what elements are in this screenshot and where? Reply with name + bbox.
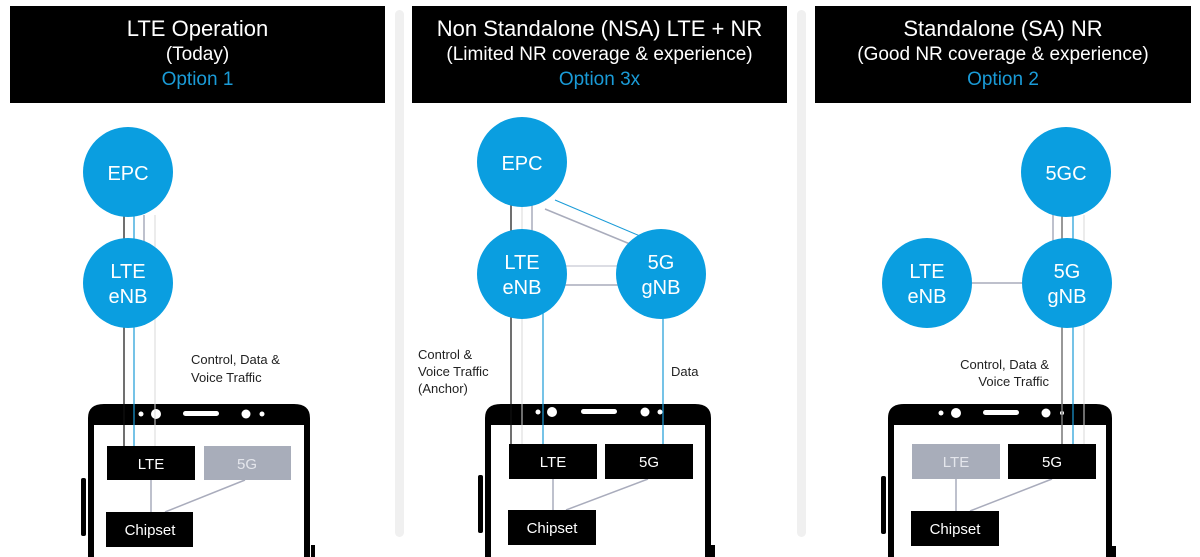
modem-label: LTE: [943, 454, 969, 471]
node-label: 5G: [1054, 261, 1081, 283]
traffic-note: Voice Traffic: [978, 374, 1049, 389]
panel-option-3x: LTE 5G Chipset EPC LTE eNB 5G gNB Contro…: [418, 117, 715, 557]
node-5g-gnb: [616, 229, 706, 319]
node-label: eNB: [503, 277, 542, 299]
panel-title: LTE Operation: [126, 16, 269, 41]
panel-option: Option 2: [967, 69, 1039, 90]
header-option-2: Standalone (SA) NR (Good NR coverage & e…: [815, 6, 1191, 103]
panel-subtitle: (Good NR coverage & experience): [857, 44, 1149, 65]
node-label: 5G: [648, 252, 675, 274]
chipset-label: Chipset: [527, 520, 579, 537]
node-label: gNB: [1048, 286, 1087, 308]
panel-option-2: LTE 5G Chipset 5GC LTE eNB 5G gNB Contro…: [881, 127, 1116, 557]
chipset-box: [106, 512, 193, 547]
traffic-note: Control &: [418, 347, 473, 362]
traffic-note: Data: [671, 364, 699, 379]
modem-label: 5G: [1042, 454, 1062, 471]
panel-title: Standalone (SA) NR: [903, 16, 1103, 41]
chipset-box: [911, 511, 999, 546]
modem-label: 5G: [237, 456, 257, 473]
chipset-label: Chipset: [125, 522, 177, 539]
modem-5g: [204, 446, 291, 480]
chipset-box: [508, 510, 596, 545]
modem-lte: [912, 444, 1000, 479]
panel-option-1: LTE 5G Chipset EPC LTE eNB Control, Data…: [81, 127, 315, 557]
modem-5g: [605, 444, 693, 479]
panel-option: Option 1: [161, 69, 234, 90]
node-label: LTE: [110, 261, 145, 283]
traffic-note: Control, Data &: [960, 357, 1049, 372]
traffic-note: Voice Traffic: [191, 370, 262, 385]
node-label: eNB: [109, 286, 148, 308]
node-label: EPC: [501, 153, 542, 175]
node-lte-enb: [477, 229, 567, 319]
chipset-label: Chipset: [930, 521, 982, 538]
panel-subtitle: (Limited NR coverage & experience): [446, 44, 753, 65]
modem-5g: [1008, 444, 1096, 479]
node-label: eNB: [908, 286, 947, 308]
node-epc: [83, 127, 173, 217]
modem-lte: [509, 444, 597, 479]
node-label: LTE: [504, 252, 539, 274]
modem-label: 5G: [639, 454, 659, 471]
node-lte-enb: [83, 238, 173, 328]
panel-title: Non Standalone (NSA) LTE + NR: [436, 16, 763, 41]
traffic-note: Control, Data &: [191, 352, 280, 367]
node-epc: [477, 117, 567, 207]
modem-label: LTE: [138, 456, 164, 473]
node-5g-gnb: [1022, 238, 1112, 328]
traffic-note: Voice Traffic: [418, 364, 489, 379]
panel-subtitle: (Today): [165, 44, 230, 65]
header-option-1: LTE Operation (Today) Option 1: [10, 6, 385, 103]
column-divider: [797, 10, 806, 537]
node-label: gNB: [642, 277, 681, 299]
node-lte-enb: [882, 238, 972, 328]
panel-option: Option 3x: [558, 69, 641, 90]
node-label: EPC: [107, 163, 148, 185]
modem-lte: [107, 446, 195, 480]
node-label: LTE: [909, 261, 944, 283]
header-option-3x: Non Standalone (NSA) LTE + NR (Limited N…: [412, 6, 787, 103]
column-divider: [395, 10, 404, 537]
node-label: 5GC: [1045, 163, 1086, 185]
modem-label: LTE: [540, 454, 566, 471]
node-5gc: [1021, 127, 1111, 217]
traffic-note: (Anchor): [418, 381, 468, 396]
